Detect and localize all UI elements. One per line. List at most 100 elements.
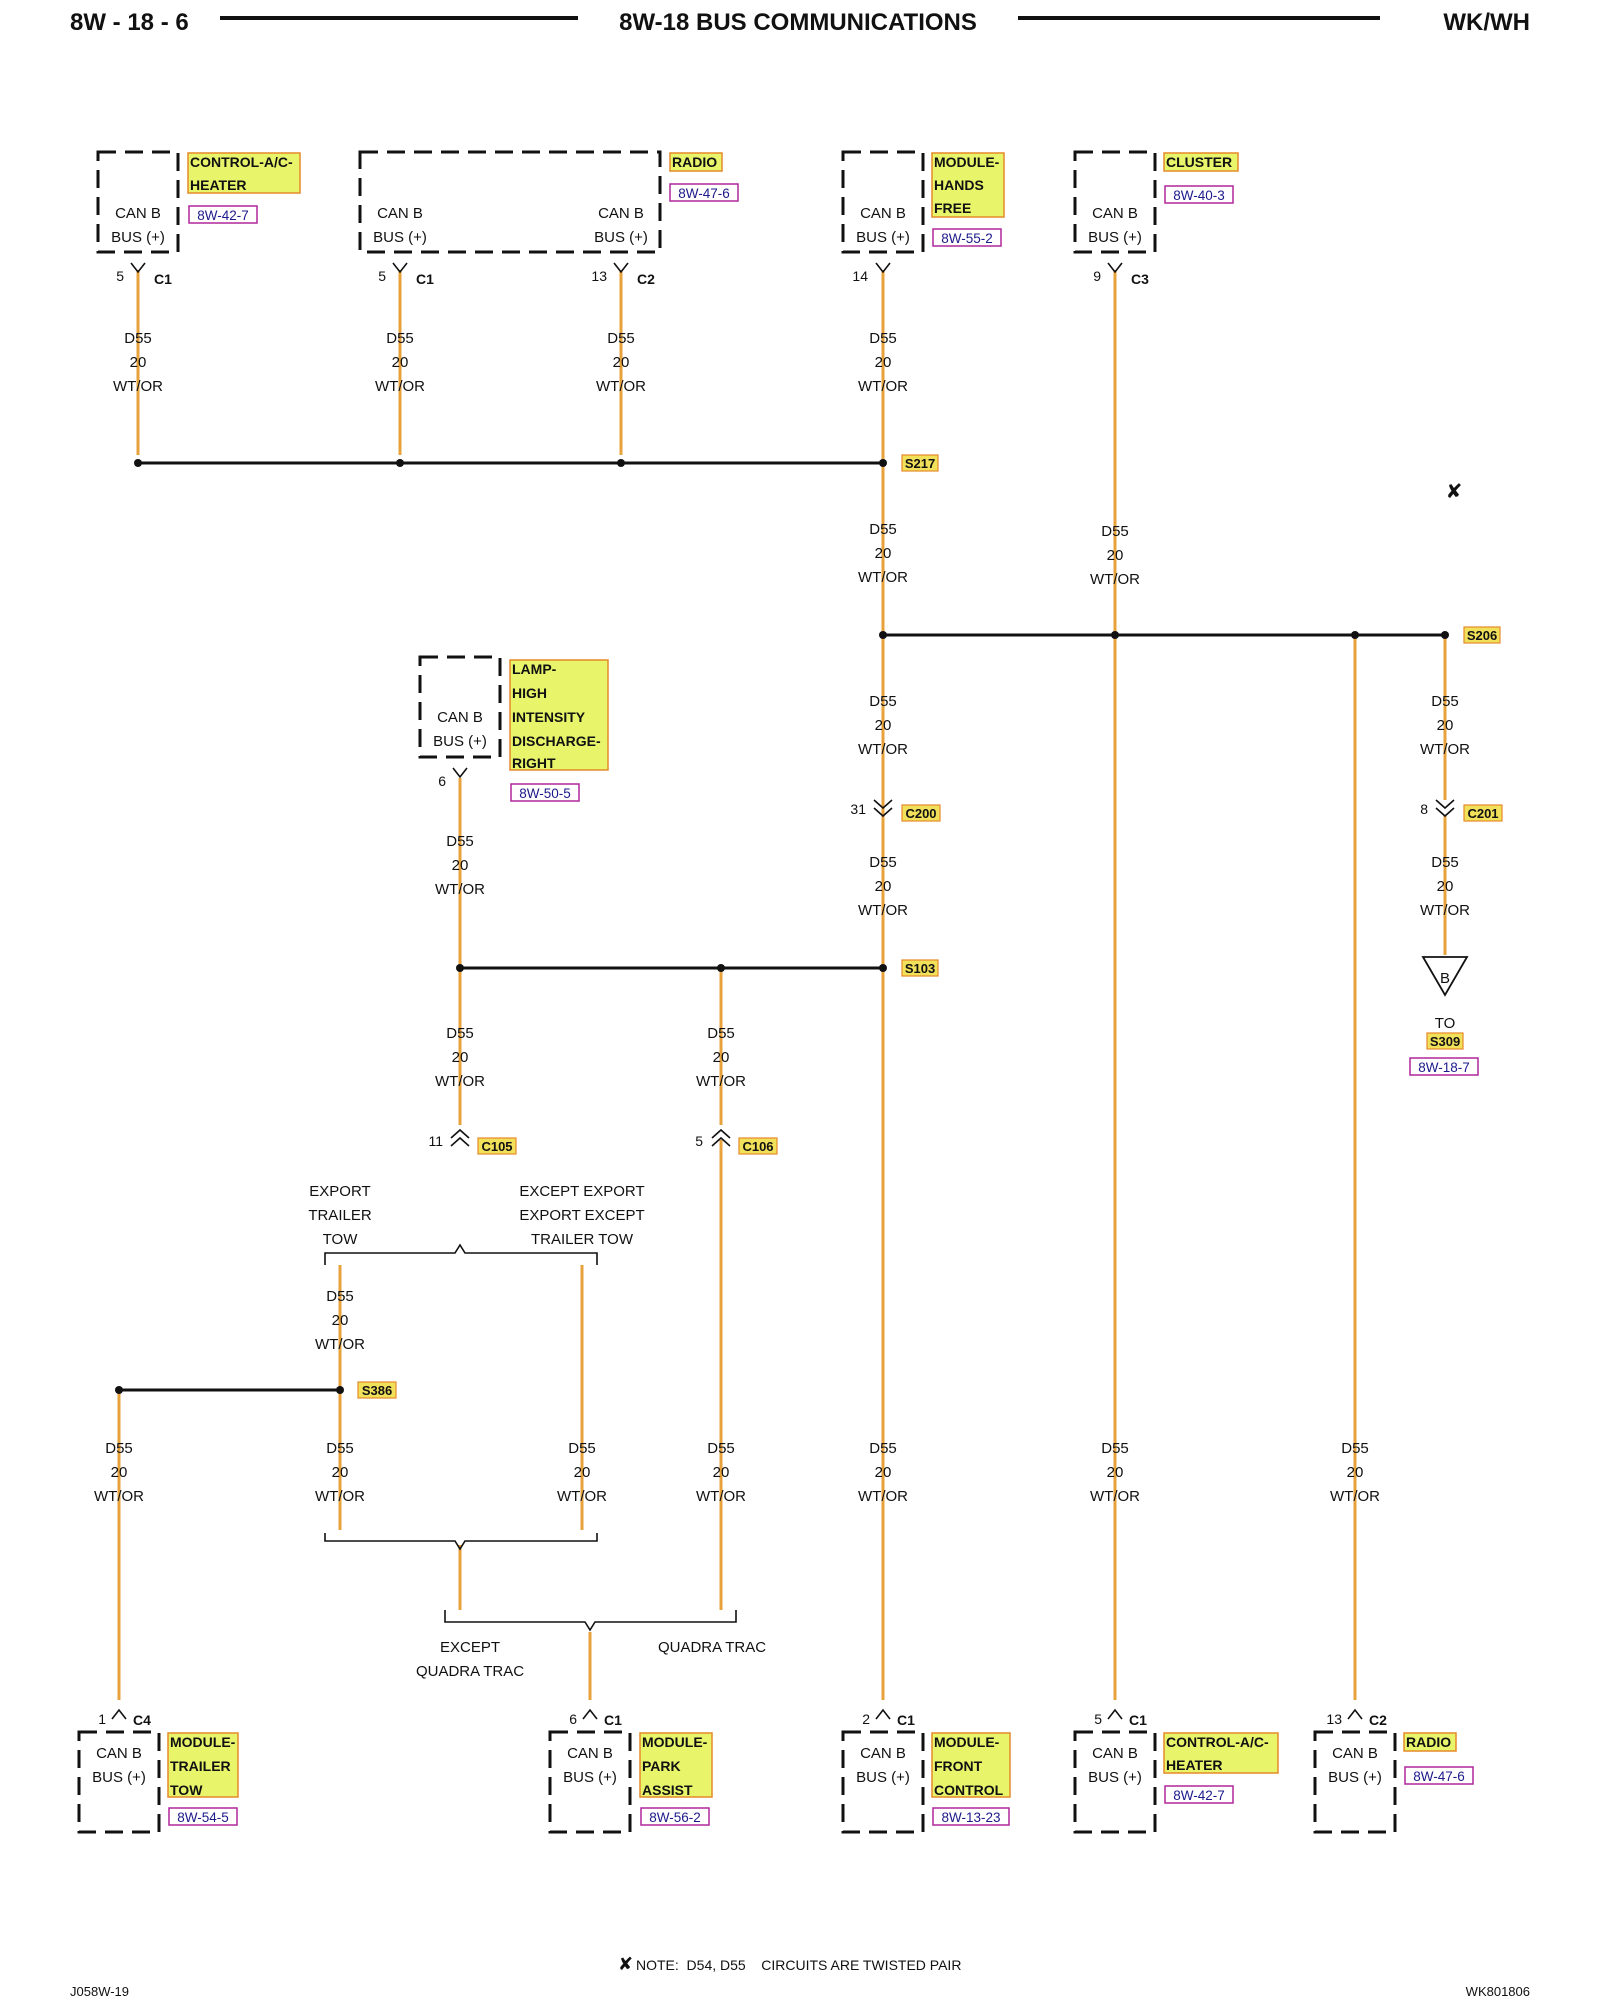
svg-text:D55: D55 (869, 854, 897, 871)
svg-text:20: 20 (1437, 878, 1454, 895)
svg-text:WT/OR: WT/OR (1330, 1488, 1380, 1505)
svg-text:20: 20 (332, 1464, 349, 1481)
pin-label: CAN B (96, 1745, 142, 1762)
svg-text:D55: D55 (1101, 1440, 1129, 1457)
svg-text:WT/OR: WT/OR (315, 1336, 365, 1353)
svg-text:D55: D55 (446, 1025, 474, 1042)
svg-text:WT/OR: WT/OR (315, 1488, 365, 1505)
svg-text:20: 20 (332, 1312, 349, 1329)
reference-link[interactable]: 8W-42-7 (1173, 1788, 1225, 1803)
reference-link[interactable]: 8W-47-6 (1413, 1769, 1465, 1784)
svg-text:TRAILER TOW: TRAILER TOW (531, 1231, 634, 1248)
component-name: HIGH (512, 685, 547, 701)
component-name: HEATER (1166, 1757, 1223, 1773)
option-label-except-export-trailer-tow: EXCEPT EXPORT EXPORT EXCEPT TRAILER TOW (519, 1183, 644, 1248)
svg-text:20: 20 (452, 857, 469, 874)
connector-id: C1 (897, 1712, 915, 1728)
component-name: PARK (642, 1758, 681, 1774)
option-bracket-quadra-trac: EXCEPT QUADRA TRAC QUADRA TRAC (416, 1610, 766, 1680)
svg-text:QUADRA TRAC: QUADRA TRAC (416, 1663, 524, 1680)
inline-connector-c106: 5 C106 (695, 1128, 778, 1155)
svg-text:D55: D55 (105, 1440, 133, 1457)
component-name: CLUSTER (1166, 154, 1232, 170)
reference-link[interactable]: 8W-40-3 (1173, 188, 1225, 203)
pin-label: BUS (+) (1088, 229, 1142, 246)
svg-text:WT/OR: WT/OR (1420, 902, 1470, 919)
component-name: INTENSITY (512, 709, 586, 725)
svg-text:WT/OR: WT/OR (858, 1488, 908, 1505)
pin-number: 31 (850, 801, 866, 817)
svg-text:S103: S103 (905, 961, 935, 976)
pin-number: 9 (1093, 268, 1101, 284)
connector-id: C2 (1369, 1712, 1387, 1728)
svg-text:EXCEPT EXPORT: EXCEPT EXPORT (519, 1183, 644, 1200)
svg-text:D55: D55 (1431, 693, 1459, 710)
svg-text:WT/OR: WT/OR (858, 741, 908, 758)
svg-text:D55: D55 (707, 1025, 735, 1042)
splice-labels: S217 S206 S103 S386 (357, 454, 1501, 1399)
connector-id: C200 (905, 806, 936, 821)
pin-number: 5 (1094, 1711, 1102, 1727)
reference-link[interactable]: 8W-18-7 (1418, 1060, 1470, 1075)
reference-link[interactable]: 8W-47-6 (678, 186, 730, 201)
model-code: WK/WH (1443, 9, 1530, 36)
svg-text:20: 20 (875, 878, 892, 895)
option-label-export-trailer-tow: EXPORT TRAILER TOW (308, 1183, 372, 1248)
svg-text:D55: D55 (869, 1440, 897, 1457)
component-control-ac-heater-bottom: 5 C1 CAN B BUS (+) CONTROL-A/C- HEATER 8… (1073, 1708, 1279, 1834)
component-name: MODULE- (642, 1734, 708, 1750)
svg-text:QUADRA TRAC: QUADRA TRAC (658, 1639, 766, 1656)
component-name: ASSIST (642, 1782, 693, 1798)
reference-link[interactable]: 8W-54-5 (177, 1810, 229, 1825)
inline-connector-c200: 31 C200 (850, 799, 941, 822)
component-name: RIGHT (512, 755, 556, 771)
page-id: 8W - 18 - 6 (70, 9, 189, 36)
svg-text:S386: S386 (362, 1383, 392, 1398)
connector-id: C3 (1131, 271, 1149, 287)
component-name: MODULE- (170, 1734, 236, 1750)
component-name: LAMP- (512, 661, 557, 677)
pin-label: CAN B (860, 1745, 906, 1762)
reference-link[interactable]: 8W-55-2 (941, 231, 993, 246)
pin-label: CAN B (377, 205, 423, 222)
svg-text:WT/OR: WT/OR (435, 881, 485, 898)
svg-text:20: 20 (1437, 717, 1454, 734)
svg-text:D55: D55 (869, 693, 897, 710)
svg-text:20: 20 (875, 1464, 892, 1481)
component-module-park-assist: 6 C1 CAN B BUS (+) MODULE- PARK ASSIST 8… (548, 1708, 713, 1834)
footer-left-code: J058W-19 (70, 1984, 129, 1999)
connector-id: C106 (742, 1139, 773, 1154)
offpage-connector-b: B TO S309 8W-18-7 (1409, 956, 1479, 1076)
svg-text:D55: D55 (707, 1440, 735, 1457)
option-bracket-merge (324, 1533, 598, 1551)
component-radio-bottom: 13 C2 CAN B BUS (+) RADIO 8W-47-6 (1313, 1708, 1474, 1834)
page-header: 8W - 18 - 6 8W-18 BUS COMMUNICATIONS WK/… (70, 9, 1530, 36)
svg-text:WT/OR: WT/OR (858, 378, 908, 395)
pin-label: BUS (+) (856, 229, 910, 246)
reference-link[interactable]: 8W-13-23 (941, 1810, 1000, 1825)
reference-link[interactable]: 8W-56-2 (649, 1810, 701, 1825)
component-name: RADIO (672, 154, 717, 170)
svg-text:WT/OR: WT/OR (375, 378, 425, 395)
svg-text:20: 20 (713, 1049, 730, 1066)
component-name: HANDS (934, 177, 984, 193)
reference-link[interactable]: 8W-50-5 (519, 786, 571, 801)
pin-label: CAN B (115, 205, 161, 222)
pin-number: 5 (695, 1133, 703, 1149)
reference-link[interactable]: 8W-42-7 (197, 208, 249, 223)
component-lamp-hid-right: CAN B BUS (+) 6 LAMP- HIGH INTENSITY DIS… (418, 655, 609, 802)
wires (117, 270, 1447, 1700)
component-module-hands-free: CAN B BUS (+) 14 MODULE- HANDS FREE 8W-5… (841, 150, 1005, 284)
connector-id: C201 (1467, 806, 1498, 821)
